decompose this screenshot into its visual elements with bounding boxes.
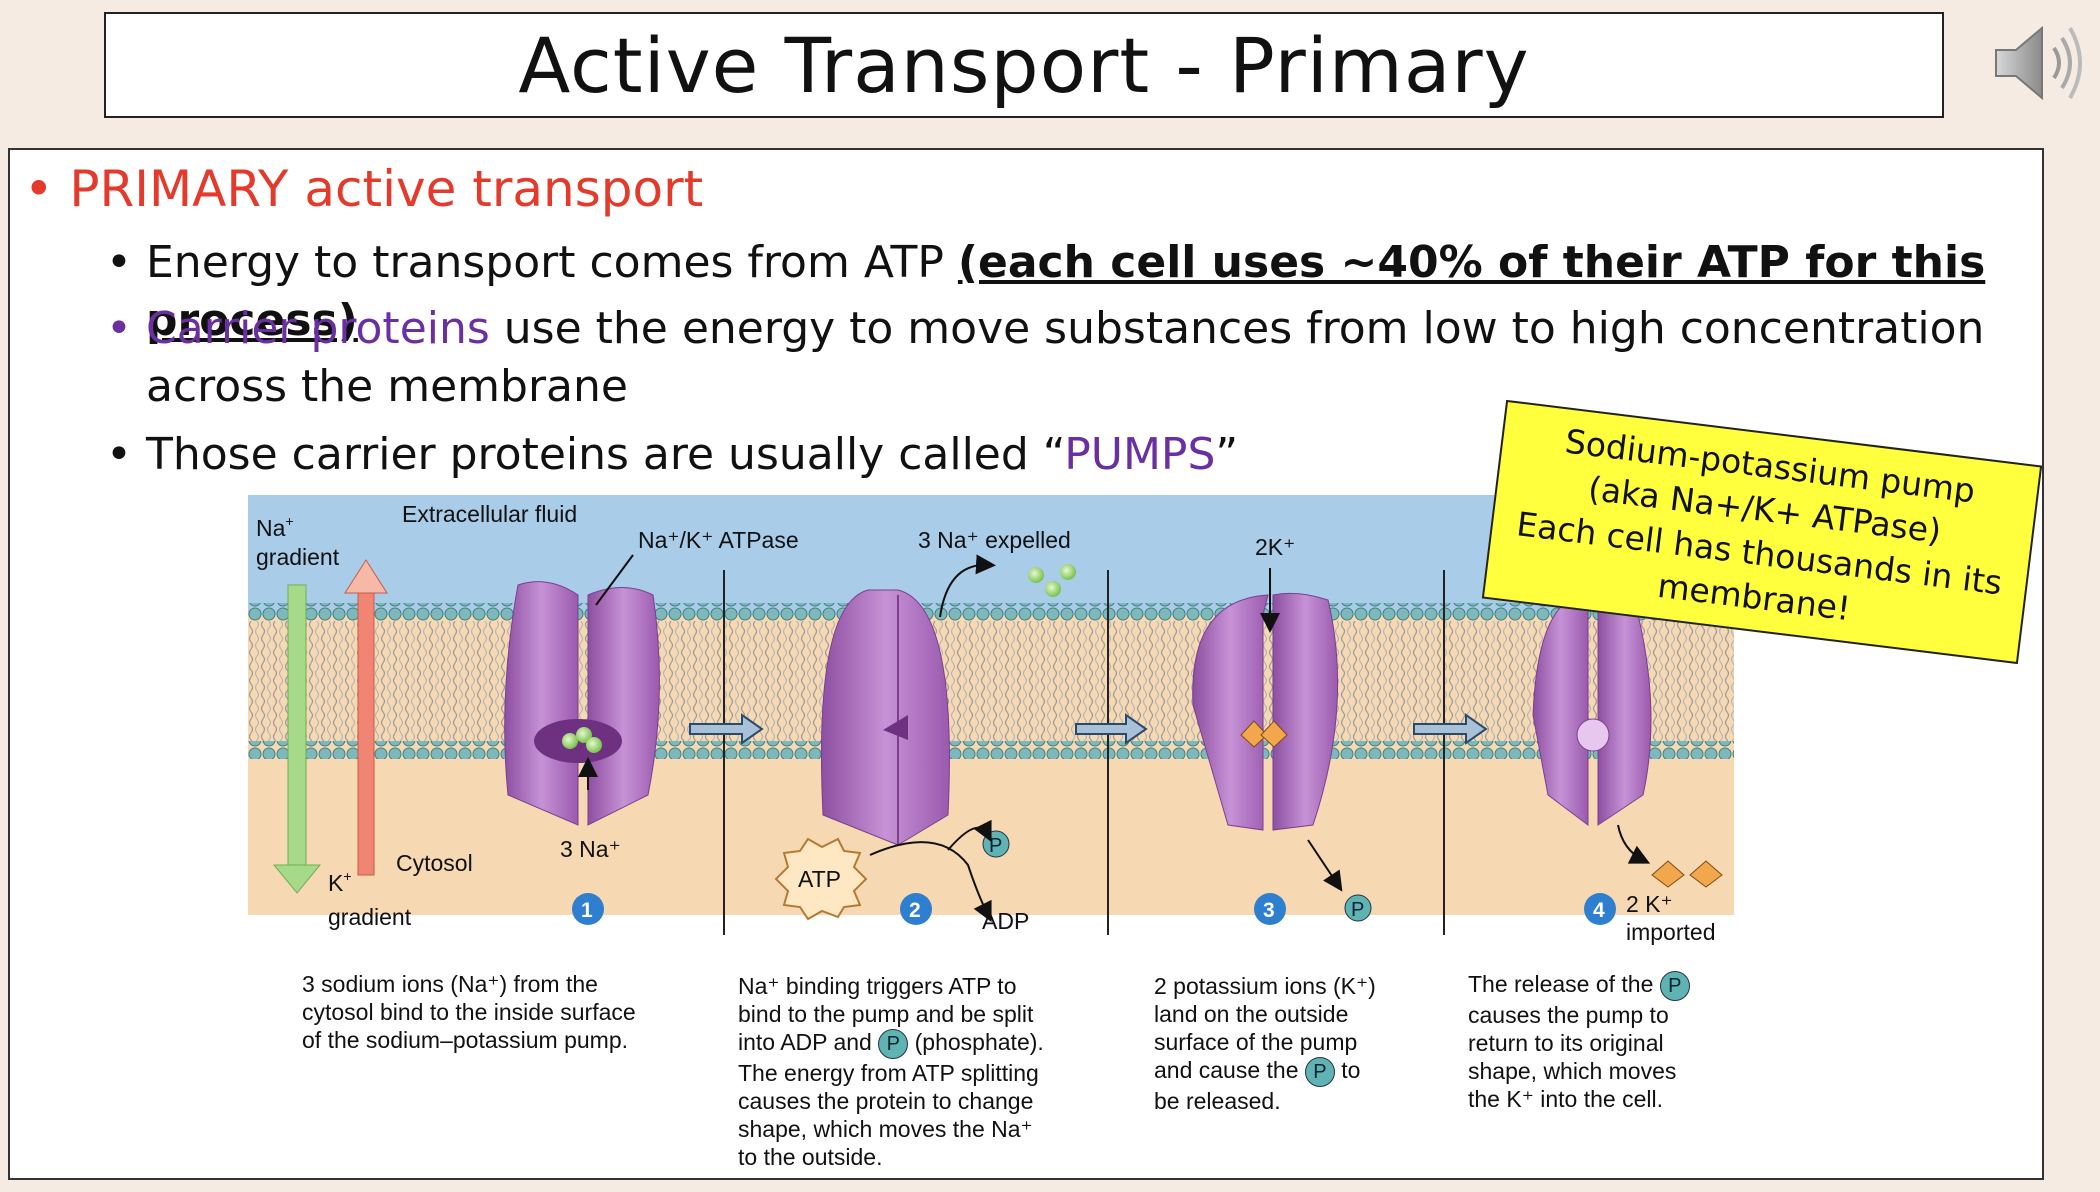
phosphate-icon: P	[1304, 1056, 1335, 1087]
label-3na-expelled: 3 Na⁺ expelled	[918, 527, 1071, 553]
pump-protein-step2: P	[821, 589, 1010, 858]
bullet-energy-text: Energy to transport comes from ATP	[146, 237, 958, 288]
step-badge-3: 3	[1254, 893, 1286, 925]
label-2k: 2K⁺	[1255, 534, 1295, 560]
svg-text:4: 4	[1593, 899, 1605, 922]
bullet-energy: • Energy to transport comes from ATP (ea…	[106, 237, 1986, 346]
svg-text:2: 2	[909, 899, 921, 922]
label-2k-imported: 2 K⁺	[1626, 891, 1673, 917]
bullet-pumps: • Those carrier proteins are usually cal…	[106, 429, 1239, 480]
step-badge-2: 2	[900, 893, 932, 925]
label-extracellular: Extracellular fluid	[402, 501, 577, 527]
na-gradient-arrow	[272, 584, 322, 894]
label-k-gradient-2: gradient	[328, 904, 412, 930]
k-gradient-arrow	[344, 559, 388, 876]
label-atp: ATP	[798, 866, 841, 892]
pump-protein-step3	[1192, 592, 1339, 831]
step-badge-1: 1	[572, 893, 604, 925]
step-arrow-1	[689, 713, 764, 745]
bullet-primary: • PRIMARY active transport	[24, 160, 704, 218]
phosphate-icon: P	[1659, 970, 1690, 1001]
bullet-energy-bold: (each cell uses ~40% of their ATP for th…	[146, 237, 1986, 346]
phosphate-released: P	[1351, 899, 1364, 921]
label-na-gradient-2: gradient	[256, 544, 340, 570]
svg-text:P: P	[989, 835, 1002, 857]
bullet-primary-text: PRIMARY active transport	[69, 160, 704, 218]
bullet-carrier-line2: across the membrane	[146, 361, 628, 412]
speaker-icon[interactable]	[1988, 18, 2088, 108]
atp-burst	[774, 837, 868, 921]
svg-text:1: 1	[581, 899, 593, 922]
svg-text:3: 3	[1263, 899, 1275, 922]
pump-protein-step4	[1532, 594, 1652, 826]
caption-step3: 2 potassium ions (K⁺)land on the outside…	[1154, 973, 1376, 1114]
label-k-gradient: K+	[328, 868, 352, 896]
phosphate-icon: P	[878, 1028, 909, 1059]
pump-protein-step1	[504, 581, 660, 826]
page-title: Active Transport - Primary	[518, 20, 1530, 110]
step-badge-4: 4	[1584, 893, 1616, 925]
bullet-carrier: • Carrier proteins use the energy to mov…	[106, 300, 1984, 416]
step-arrow-3	[1413, 713, 1488, 745]
bullet-carrier-text: use the energy to move substances from l…	[489, 303, 1985, 354]
label-adp: ADP	[982, 908, 1029, 934]
label-atpase: Na⁺/K⁺ ATPase	[638, 527, 799, 553]
label-na-gradient: Na+	[256, 513, 294, 541]
label-imported: imported	[1626, 919, 1715, 945]
bullet-pumps-purple: PUMPS	[1064, 429, 1216, 480]
step-arrow-2	[1075, 713, 1148, 745]
title-box: Active Transport - Primary	[104, 12, 1944, 118]
bullet-carrier-purple: Carrier proteins	[146, 303, 490, 354]
label-cytosol: Cytosol	[396, 850, 473, 876]
label-3na-in: 3 Na⁺	[560, 836, 621, 862]
bullet-pumps-text: Those carrier proteins are usually calle…	[146, 429, 1065, 480]
bullet-pumps-end: ”	[1215, 429, 1239, 480]
